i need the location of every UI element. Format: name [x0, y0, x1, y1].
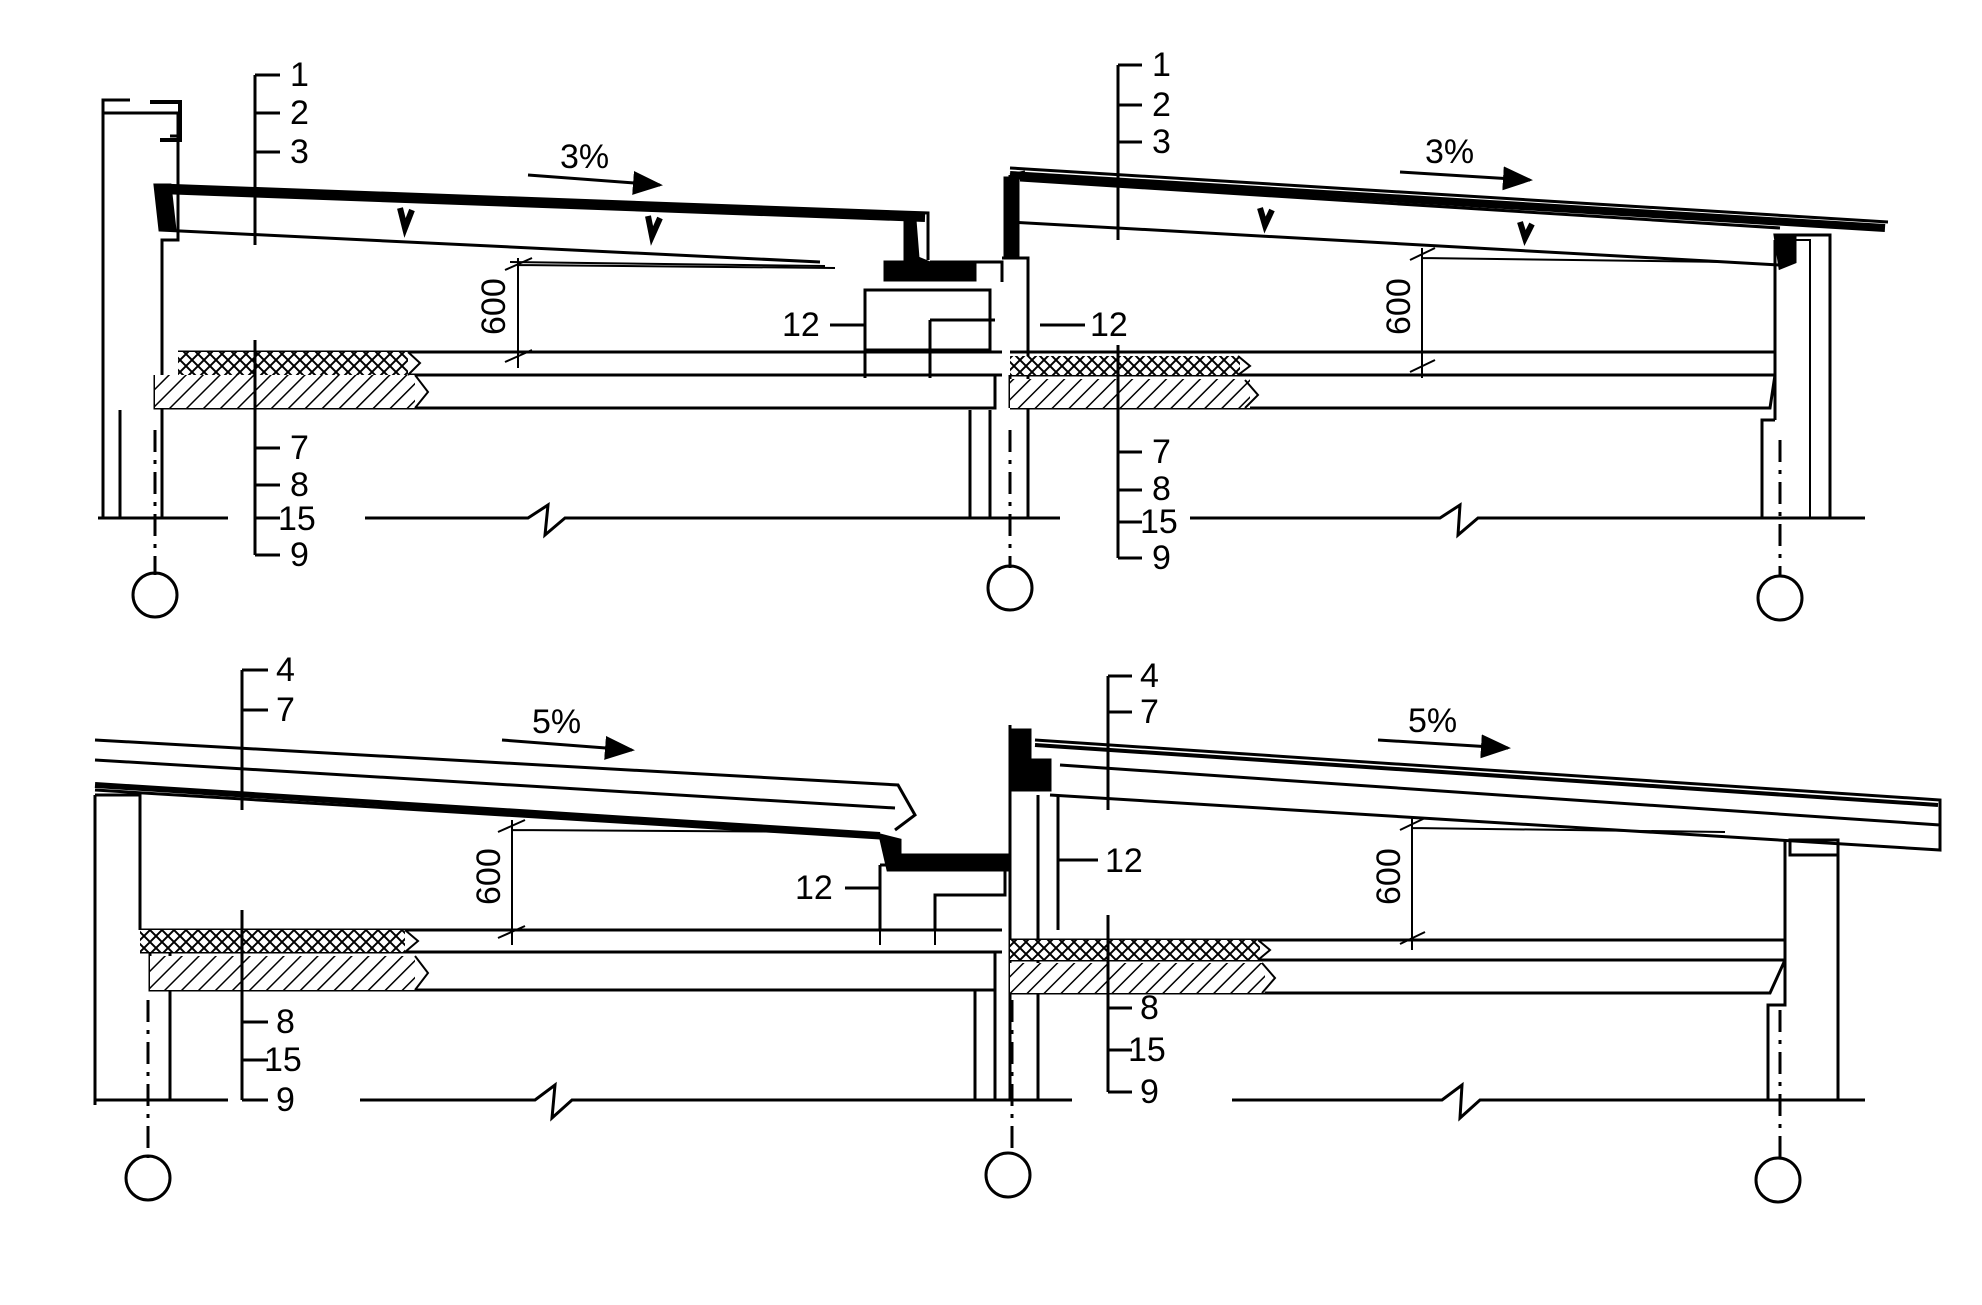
bottom-right-ceiling	[1010, 840, 1787, 995]
bottom-right-label-15: 15	[1128, 1031, 1166, 1069]
top-left-label-8: 8	[290, 466, 309, 504]
top-left-slope: 3%	[560, 138, 609, 176]
top-right-label-3: 3	[1152, 123, 1171, 161]
bottom-axis-right	[1754, 1156, 1802, 1204]
top-right-label-15: 15	[1140, 503, 1178, 541]
top-left-dimension: 600	[475, 278, 513, 335]
bottom-right-label-9: 9	[1140, 1073, 1159, 1111]
top-left-roof-slab	[159, 183, 930, 264]
top-left-label-1: 1	[290, 56, 309, 94]
top-left-label-7: 7	[290, 429, 309, 467]
bottom-ground-line	[95, 1081, 1865, 1122]
bottom-axis-center	[984, 1151, 1032, 1199]
top-right-label-8: 8	[1152, 470, 1171, 508]
bottom-right-label-4: 4	[1140, 657, 1159, 695]
top-section	[98, 63, 1889, 622]
top-left-detail-label: 12	[782, 306, 820, 344]
bottom-left-label-7: 7	[276, 691, 295, 729]
top-right-roof-slab	[1009, 166, 1889, 267]
bottom-left-dimension: 600	[470, 848, 508, 905]
bottom-left-wall	[93, 793, 172, 1105]
bottom-section	[93, 668, 1942, 1204]
top-left-label-15: 15	[278, 500, 316, 538]
bottom-left-label-15: 15	[264, 1041, 302, 1079]
top-right-ceiling	[1008, 350, 1777, 410]
bottom-axis-left	[124, 1154, 172, 1202]
bottom-right-roof-slab	[1034, 738, 1942, 852]
bottom-left-label-4: 4	[276, 651, 295, 689]
top-axis-left	[131, 571, 179, 619]
bottom-right-slope: 5%	[1408, 702, 1457, 740]
top-left-step	[863, 288, 995, 352]
top-right-dimension: 600	[1380, 278, 1418, 335]
bottom-left-slope: 5%	[532, 703, 581, 741]
bottom-right-dimension: 600	[1370, 848, 1408, 905]
top-right-label-9: 9	[1152, 539, 1171, 577]
top-ground-line	[98, 502, 1865, 539]
top-left-label-2: 2	[290, 94, 309, 132]
top-left-label-3: 3	[290, 133, 309, 171]
bottom-left-label-9: 9	[276, 1081, 295, 1119]
bottom-right-label-7: 7	[1140, 693, 1159, 731]
top-right-detail-label: 12	[1090, 306, 1128, 344]
top-left-parapet	[101, 111, 180, 518]
top-axis-center	[986, 564, 1034, 612]
bottom-left-detail-label: 12	[795, 869, 833, 907]
top-right-label-1: 1	[1152, 46, 1171, 84]
top-right-label-2: 2	[1152, 86, 1171, 124]
top-left-label-9: 9	[290, 536, 309, 574]
top-right-label-7: 7	[1152, 433, 1171, 471]
bottom-right-label-8: 8	[1140, 989, 1159, 1027]
top-right-slope: 3%	[1425, 133, 1474, 171]
bottom-right-detail-label: 12	[1105, 842, 1143, 880]
bottom-left-label-8: 8	[276, 1003, 295, 1041]
top-axis-right	[1756, 574, 1804, 622]
bottom-left-roof-slab	[94, 738, 917, 840]
